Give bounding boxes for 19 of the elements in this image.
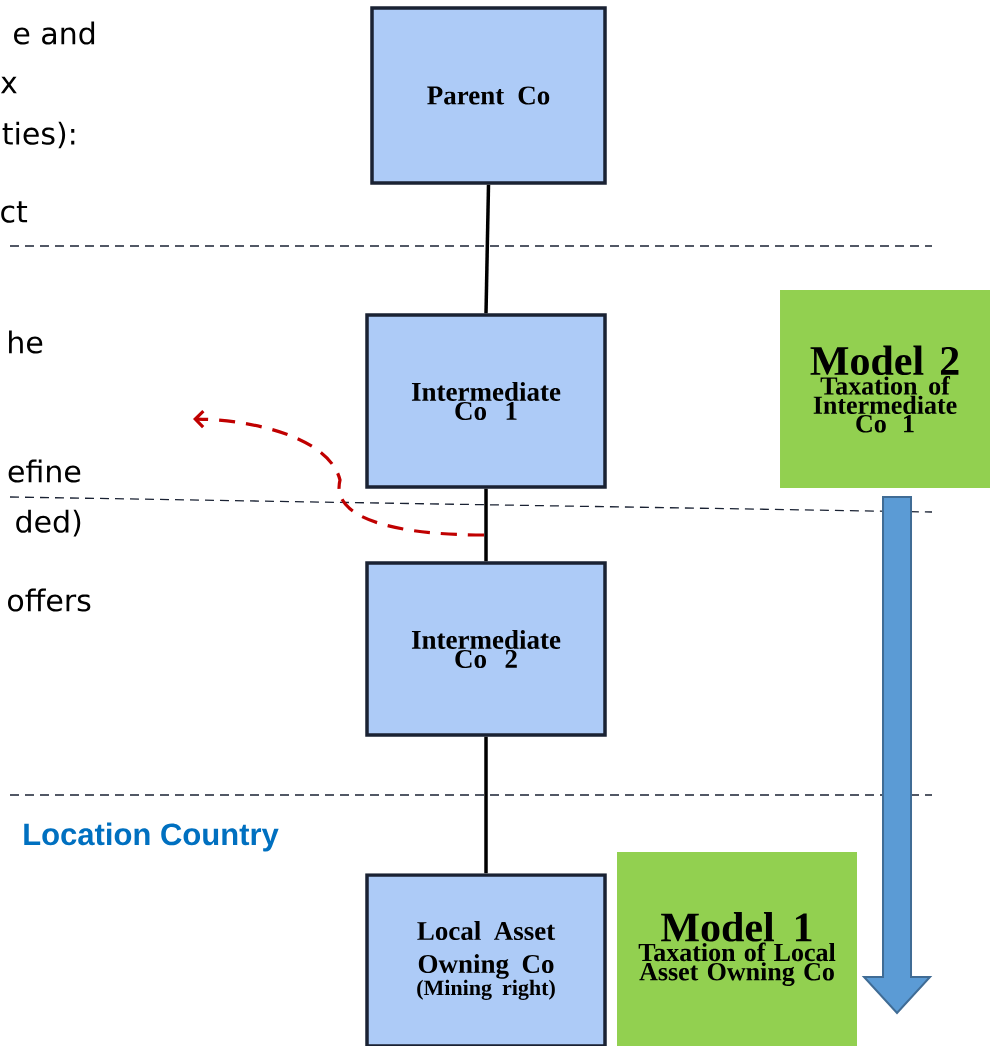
- connector-line: [484, 736, 488, 874]
- body-text: efine: [8, 459, 81, 483]
- body-text: offers: [8, 588, 91, 612]
- body-text: ties):: [2, 121, 75, 149]
- block-arrow: [861, 496, 933, 1015]
- company-box: Local Asset Owning Co (Mining right): [365, 873, 607, 1046]
- region-label: Location Country: [24, 822, 279, 852]
- body-text: ded): [16, 509, 81, 537]
- model-box: Model 1 Taxation of Local Asset Owning Co: [617, 852, 857, 1046]
- company-box: Parent Co: [370, 6, 607, 185]
- model-box: Model 2 Taxation of Intermediate Co 1: [780, 290, 990, 488]
- connector-line: [484, 184, 491, 314]
- body-text: ct: [1, 201, 28, 223]
- connector-line: [484, 488, 488, 562]
- company-box: Intermediate Co 2: [365, 561, 607, 737]
- body-text: he: [9, 330, 43, 354]
- body-text: x: [0, 76, 17, 94]
- body-text: e and: [14, 21, 95, 45]
- company-box: Intermediate Co 1: [365, 313, 607, 489]
